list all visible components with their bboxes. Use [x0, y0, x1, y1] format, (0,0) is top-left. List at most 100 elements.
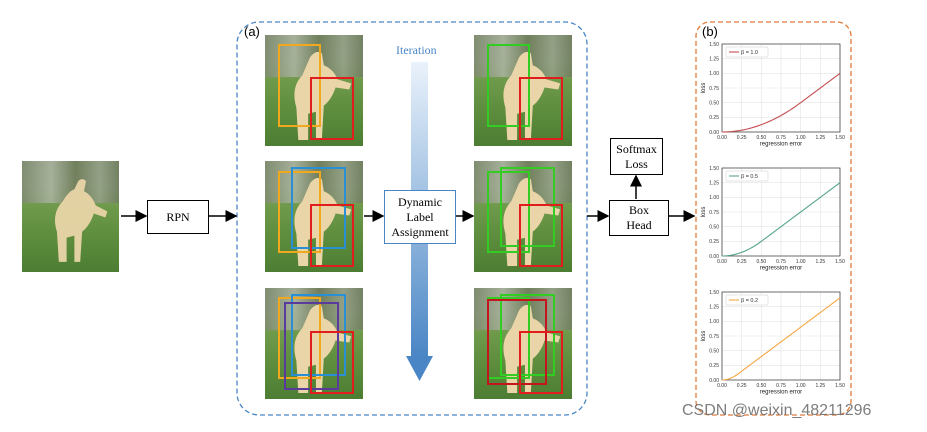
y-tick-label: 0.00 [709, 130, 719, 136]
loss-plot-1: 0.000.00 0.25 0.25 0.50 0.50 0.75 0.75 1.00 1.00… [701, 42, 845, 148]
plot-legend: β = 1.0 [725, 46, 769, 58]
x-tick-label: 1.25 [815, 383, 825, 389]
gt-box-red [519, 331, 563, 394]
panel-a-label: (a) [244, 24, 260, 39]
gt-box-red [310, 204, 354, 267]
dynamic-label-assignment-box: Dynamic Label Assignment [384, 190, 456, 244]
dog-figure [54, 179, 108, 262]
y-tick-label: 1.00 [709, 71, 719, 77]
y-tick-label: 1.25 [709, 180, 719, 186]
x-tick-label: 1.25 [815, 259, 825, 265]
assigned-image-3 [474, 288, 572, 399]
assigned-image-1 [474, 35, 572, 146]
loss-plot-2: 0.000.00 0.25 0.25 0.50 0.50 0.75 0.75 1.00 1.00… [701, 166, 845, 272]
dog-figure [503, 51, 561, 140]
y-tick-label: 0.75 [709, 334, 719, 340]
rpn-box: RPN [147, 200, 209, 234]
gt-box-red [310, 331, 354, 394]
y-tick-label: 0.00 [709, 254, 719, 260]
plot-legend: β = 0.5 [725, 170, 769, 182]
plot-legend: β = 0.2 [725, 294, 769, 306]
assigned-image-2 [474, 161, 572, 272]
y-tick-label: 0.25 [709, 363, 719, 369]
y-axis-label: loss [701, 331, 707, 342]
y-tick-label: 0.75 [709, 86, 719, 92]
gt-box-red [519, 77, 563, 140]
y-tick-label: 0.25 [709, 115, 719, 121]
assigned-box-green [487, 171, 530, 253]
x-axis-label: regression error [760, 390, 802, 396]
x-tick-label: 0.75 [776, 383, 786, 389]
y-tick-label: 1.25 [709, 56, 719, 62]
y-tick-label: 0.50 [709, 100, 719, 106]
proposal-image-3 [265, 288, 363, 399]
dog-figure [294, 177, 352, 266]
dog-figure [294, 51, 352, 140]
negative-box-red [487, 299, 547, 385]
loss-curve [721, 297, 841, 381]
proposal-box-orange [278, 171, 321, 253]
y-tick-label: 1.25 [709, 304, 719, 310]
assigned-box-green [487, 44, 530, 127]
y-tick-label: 0.50 [709, 224, 719, 230]
x-tick-label: 0.25 [737, 383, 747, 389]
x-tick-label: 1.50 [835, 259, 845, 265]
proposal-box-orange [278, 297, 321, 379]
y-tick-label: 0.50 [709, 348, 719, 354]
softmax-loss-box: Softmax Loss [610, 138, 663, 175]
x-tick-label: 0.25 [737, 135, 747, 141]
legend-label: β = 1.0 [741, 50, 758, 56]
x-tick-label: 1.50 [835, 383, 845, 389]
x-tick-label: 0.00 [717, 135, 727, 141]
legend-label: β = 0.2 [741, 298, 758, 304]
axes-frame [721, 291, 841, 381]
gt-box-red [310, 77, 354, 140]
x-axis-label: regression error [760, 266, 802, 272]
dog-figure [503, 304, 561, 393]
proposal-image-2 [265, 161, 363, 272]
y-tick-label: 0.25 [709, 239, 719, 245]
axes-frame [721, 167, 841, 257]
y-tick-label: 1.00 [709, 319, 719, 325]
y-tick-label: 1.50 [709, 42, 719, 48]
proposal-box-blue [291, 294, 346, 376]
x-tick-label: 0.75 [776, 135, 786, 141]
axes-frame [721, 43, 841, 133]
x-tick-label: 0.50 [756, 135, 766, 141]
box-head-label: Box Head [626, 203, 652, 232]
y-tick-label: 1.00 [709, 195, 719, 201]
iteration-label: Iteration [396, 43, 437, 57]
rpn-label: RPN [166, 209, 190, 224]
x-tick-label: 1.00 [796, 259, 806, 265]
x-tick-label: 1.00 [796, 135, 806, 141]
loss-plot-3: 0.000.00 0.25 0.25 0.50 0.50 0.75 0.75 1.00 1.00… [701, 290, 845, 396]
loss-curve [721, 182, 841, 257]
dynamic-label-assignment-label: Dynamic Label Assignment [391, 194, 449, 239]
y-tick-label: 0.00 [709, 378, 719, 384]
watermark: CSDN @weixin_48211296 [682, 402, 872, 419]
proposal-image-1 [265, 35, 363, 146]
x-tick-label: 0.75 [776, 259, 786, 265]
box-head-box: Box Head [609, 200, 669, 236]
y-tick-label: 1.50 [709, 290, 719, 296]
proposal-box-orange [278, 44, 321, 127]
y-axis-label: loss [701, 83, 707, 94]
assigned-box-green [500, 167, 555, 247]
panel-b-label: (b) [702, 24, 718, 39]
x-tick-label: 0.00 [717, 259, 727, 265]
assigned-box-green [500, 294, 555, 376]
proposal-box-blue [291, 167, 346, 249]
x-tick-label: 0.00 [717, 383, 727, 389]
x-tick-label: 1.25 [815, 135, 825, 141]
y-tick-label: 0.75 [709, 210, 719, 216]
x-tick-label: 0.25 [737, 259, 747, 265]
legend-label: β = 0.5 [741, 174, 758, 180]
loss-curve [721, 72, 841, 133]
gt-box-red [519, 204, 563, 267]
x-tick-label: 1.00 [796, 383, 806, 389]
x-tick-label: 0.50 [756, 383, 766, 389]
x-tick-label: 0.50 [756, 259, 766, 265]
y-tick-label: 1.50 [709, 166, 719, 172]
dog-figure [503, 177, 561, 266]
input-image [22, 161, 119, 272]
